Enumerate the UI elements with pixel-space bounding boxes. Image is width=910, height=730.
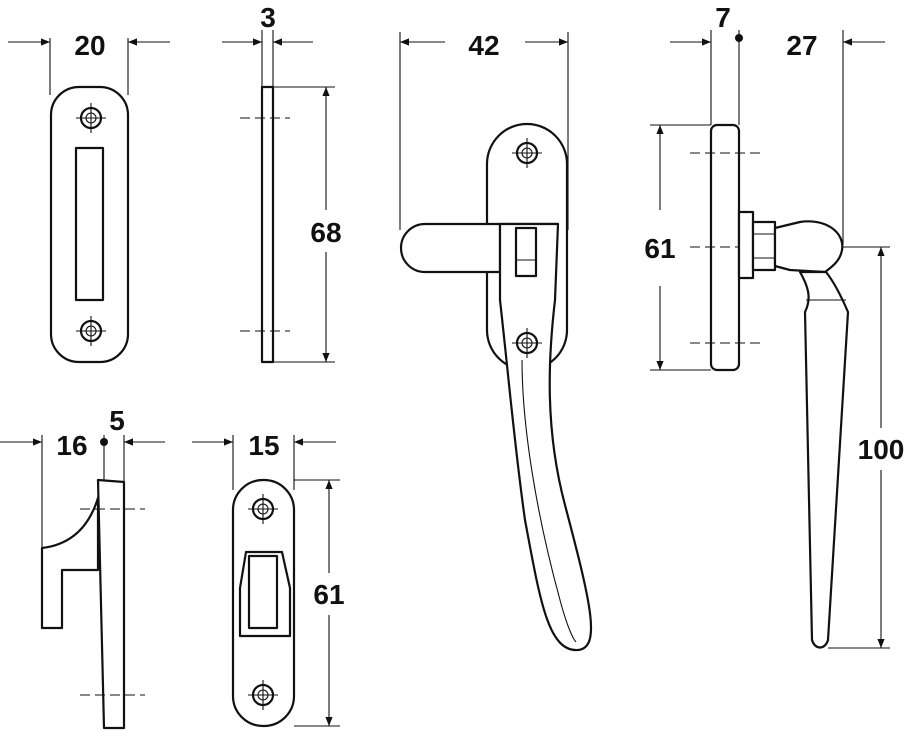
screw-hole-icon (248, 494, 278, 524)
screw-hole-icon (512, 328, 542, 358)
keep-side-view: 3 68 (222, 2, 342, 364)
keep-height-label: 68 (310, 217, 341, 248)
datum-dot (100, 438, 108, 446)
keep-thickness-label: 3 (260, 2, 276, 33)
keep-plate-edge (260, 85, 275, 364)
handle-front-view: 42 (399, 30, 593, 652)
wedge-width-label: 15 (248, 430, 279, 461)
datum-dot (735, 34, 743, 42)
wedge-offset-label: 5 (109, 405, 125, 436)
wedge-hook (40, 496, 100, 630)
overall-height-label: 100 (858, 434, 905, 465)
screw-hole-icon (512, 138, 542, 168)
handle-catch (514, 226, 538, 278)
screw-hole-icon (76, 103, 106, 133)
wedge-height-label: 61 (313, 579, 344, 610)
keep-front-view: 20 (8, 30, 170, 364)
handle-width-label: 42 (468, 30, 499, 61)
wedge-front-view: 15 61 (192, 430, 345, 728)
wedge-slot (247, 554, 279, 630)
screw-hole-icon (248, 680, 278, 710)
wedge-depth-label: 16 (56, 430, 87, 461)
keep-width-label: 20 (74, 30, 105, 61)
rose-depth-label: 7 (715, 2, 731, 33)
spindle-boss (737, 210, 755, 280)
screw-hole-icon (76, 316, 106, 346)
handle-knuckle (773, 220, 844, 274)
wedge-plate (96, 478, 126, 730)
projection-label: 27 (786, 30, 817, 61)
wedge-side-view: 16 5 (0, 405, 165, 730)
handle-side-view: 7 27 61 100 (644, 2, 905, 649)
spindle-collar (751, 220, 777, 272)
keep-slot (74, 146, 105, 302)
handle-lever-arm (399, 222, 560, 274)
rose-height-label: 61 (644, 233, 675, 264)
handle-shank (798, 270, 850, 649)
handle-grip (498, 222, 593, 652)
